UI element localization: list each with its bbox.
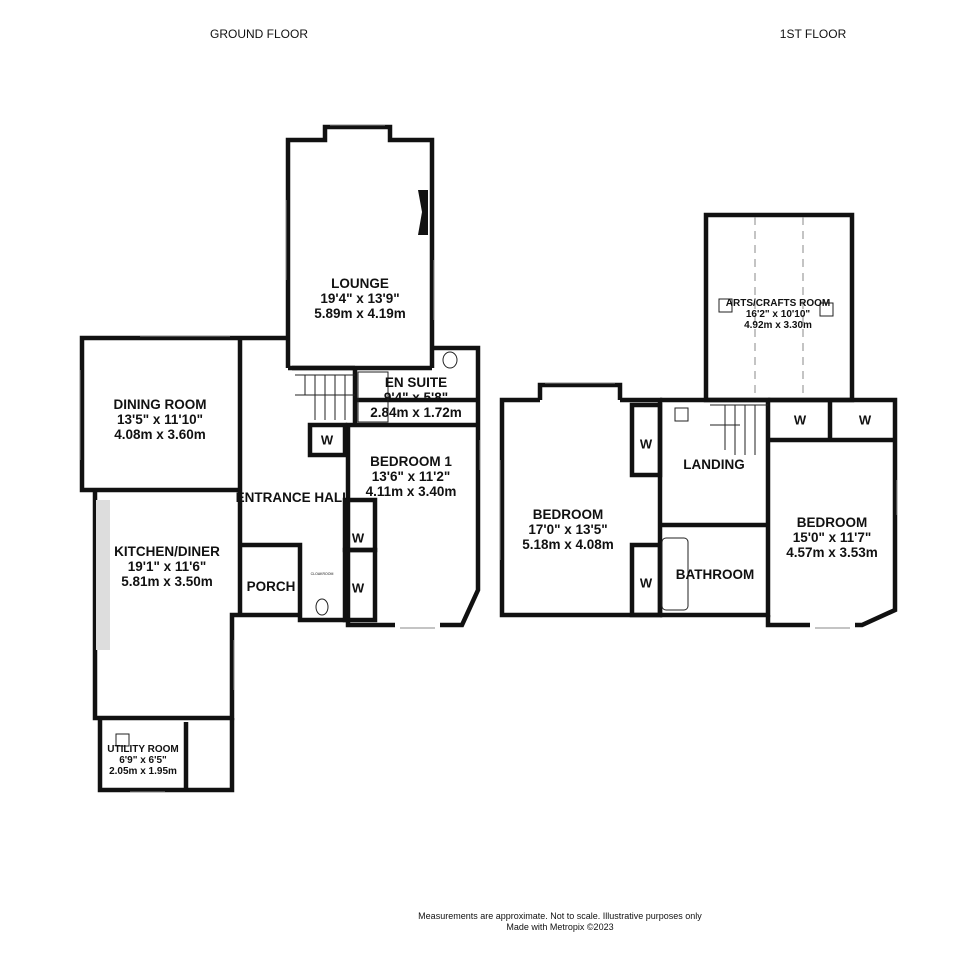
room-name: UTILITY ROOM	[107, 744, 179, 755]
room-imperial: 13'6" x 11'2"	[371, 468, 451, 484]
room-name: PORCH	[246, 579, 296, 594]
room-metric: 4.92m x 3.30m	[744, 320, 812, 331]
credit-text: Made with Metropix ©2023	[506, 921, 614, 932]
disclaimer-text: Measurements are approximate. Not to sca…	[418, 911, 702, 921]
first-floor-heading: 1ST FLOOR	[779, 27, 847, 41]
room-metric: 5.81m x 3.50m	[121, 573, 213, 589]
room-porch: PORCH	[246, 579, 296, 595]
room-name: ARTS/CRAFTS ROOM	[725, 298, 831, 309]
room-imperial: 17'0" x 13'5"	[528, 521, 608, 537]
room-imperial: 19'1" x 11'6"	[127, 558, 207, 574]
room-entrance-hall: ENTRANCE HALL	[235, 490, 351, 506]
first-floor-walls	[499, 212, 898, 628]
room-metric: 4.11m x 3.40m	[365, 483, 457, 499]
wardrobe-label: W	[639, 436, 653, 452]
toilet-icon	[315, 598, 329, 616]
room-bedroom-1: BEDROOM 1 13'6" x 11'2" 4.11m x 3.40m	[365, 454, 457, 500]
skylight-icon	[718, 298, 733, 313]
first-floor-fixtures	[499, 217, 898, 629]
room-bathroom: BATHROOM	[675, 567, 755, 583]
skylight-icon	[674, 407, 689, 422]
room-imperial: 9'4" x 5'8"	[383, 389, 449, 405]
room-name: EN SUITE	[384, 375, 448, 390]
room-metric: 4.57m x 3.53m	[786, 544, 878, 560]
room-arts-crafts: ARTS/CRAFTS ROOM 16'2" x 10'10" 4.92m x …	[726, 298, 830, 331]
wardrobe-label: W	[639, 575, 653, 591]
room-imperial: 16'2" x 10'10"	[745, 309, 811, 320]
room-imperial: 6'9" x 6'5"	[119, 755, 167, 766]
room-metric: 4.08m x 3.60m	[114, 426, 206, 442]
bath-icon	[661, 537, 689, 611]
room-metric: 5.89m x 4.19m	[314, 305, 406, 321]
room-name: BEDROOM	[532, 507, 604, 522]
wardrobe-label: W	[320, 432, 334, 448]
room-bedroom-left: BEDROOM 17'0" x 13'5" 5.18m x 4.08m	[522, 507, 614, 553]
room-metric: 2.05m x 1.95m	[109, 766, 177, 777]
room-name: BEDROOM 1	[370, 454, 452, 469]
room-landing: LANDING	[683, 457, 745, 473]
room-lounge: LOUNGE 19'4" x 13'9" 5.89m x 4.19m	[314, 276, 406, 322]
wardrobe-label: W	[351, 530, 365, 546]
room-dining: DINING ROOM 13'5" x 11'10" 4.08m x 3.60m	[113, 397, 207, 443]
wardrobe-label: W	[351, 580, 365, 596]
room-en-suite: EN SUITE 9'4" x 5'8" 2.84m x 1.72m	[370, 375, 462, 421]
room-imperial: 13'5" x 11'10"	[116, 411, 204, 427]
room-kitchen-diner: KITCHEN/DINER 19'1" x 11'6" 5.81m x 3.50…	[114, 544, 220, 590]
stairs-icon	[710, 404, 768, 455]
room-cloakroom: CLOAKROOM	[310, 572, 334, 576]
wardrobe-label: W	[793, 412, 807, 428]
room-utility: UTILITY ROOM 6'9" x 6'5" 2.05m x 1.95m	[107, 744, 178, 777]
stairs-icon	[295, 374, 355, 420]
ground-floor-walls	[79, 124, 481, 793]
ground-floor-fixtures	[79, 124, 481, 793]
kitchen-worktop	[96, 500, 110, 650]
room-metric: 5.18m x 4.08m	[522, 536, 614, 552]
room-name: BEDROOM	[796, 515, 868, 530]
ground-floor-heading: GROUND FLOOR	[209, 27, 309, 41]
room-name: LANDING	[683, 457, 745, 472]
room-name: ENTRANCE HALL	[235, 490, 351, 505]
room-name: KITCHEN/DINER	[114, 544, 220, 559]
skylight-icon	[115, 733, 130, 747]
room-imperial: 19'4" x 13'9"	[320, 290, 400, 306]
room-name: BATHROOM	[675, 567, 755, 582]
room-name: LOUNGE	[331, 276, 389, 291]
footer-disclaimer: Measurements are approximate. Not to sca…	[418, 911, 702, 933]
toilet-icon	[442, 351, 458, 369]
skylight-icon	[819, 302, 834, 317]
wardrobe-label: W	[858, 412, 872, 428]
shower-icon	[357, 371, 389, 423]
room-imperial: 15'0" x 11'7"	[792, 529, 872, 545]
room-name: DINING ROOM	[113, 397, 207, 412]
room-metric: 2.84m x 1.72m	[370, 404, 462, 420]
room-bedroom-right: BEDROOM 15'0" x 11'7" 4.57m x 3.53m	[786, 515, 878, 561]
fireplace-icon	[418, 190, 428, 235]
